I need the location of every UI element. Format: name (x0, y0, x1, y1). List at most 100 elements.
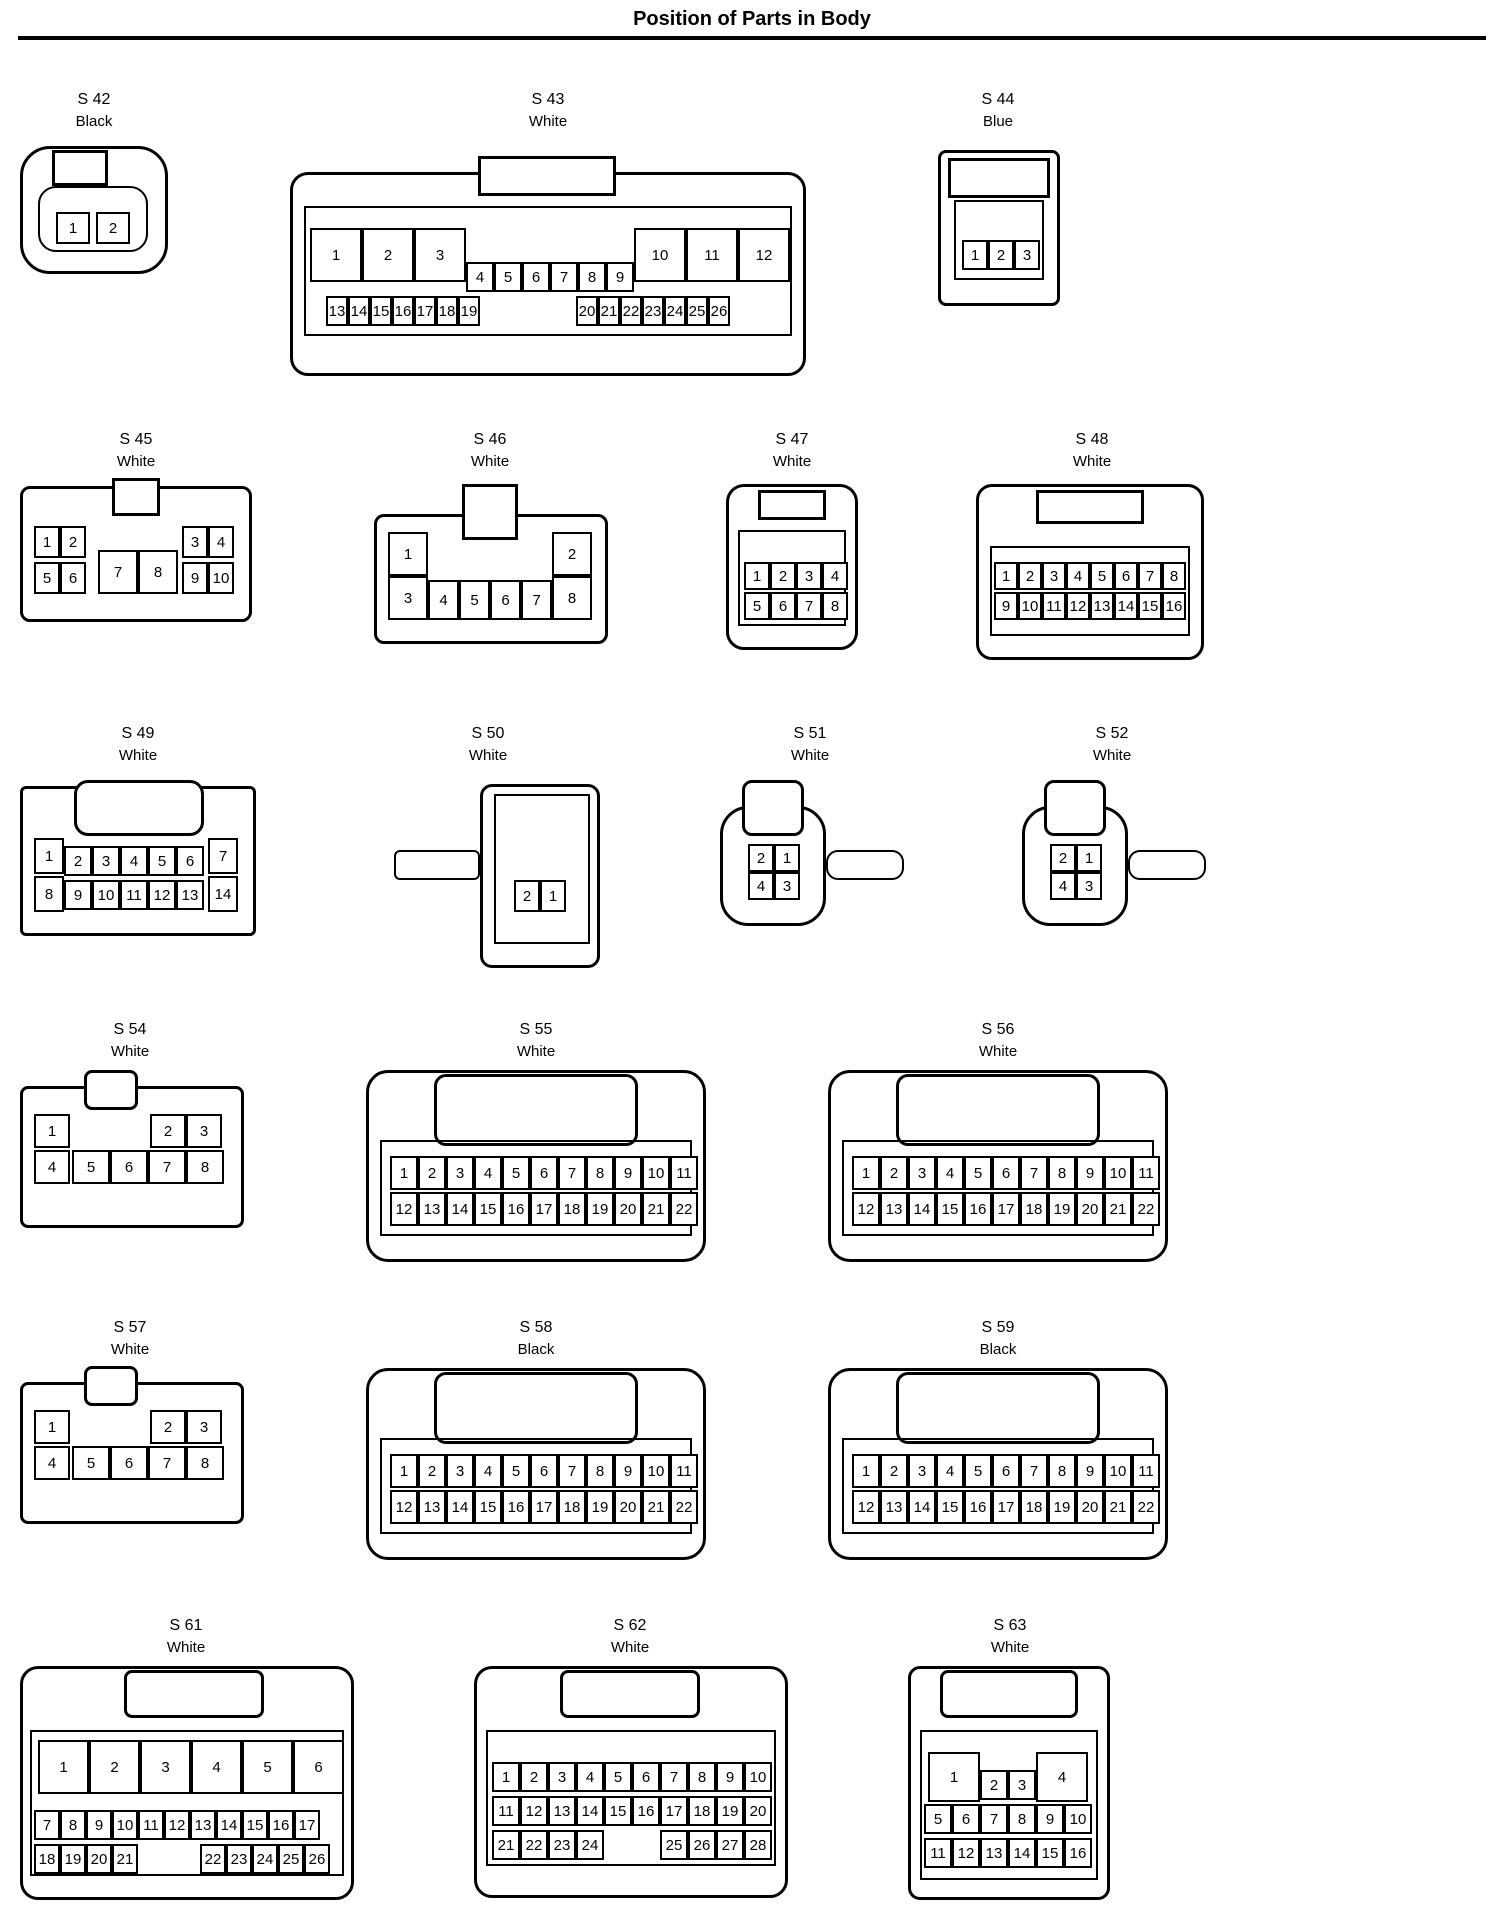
pin-s57-4: 4 (34, 1446, 70, 1480)
pin-s49-9: 9 (64, 880, 92, 910)
connector-color-s47: White (772, 453, 812, 470)
connector-id-s56: S 56 (981, 1021, 1015, 1038)
pin-s52-2: 2 (1050, 844, 1076, 872)
latch-s63 (940, 1670, 1078, 1718)
pin-s49-10: 10 (92, 880, 120, 910)
connector-color-s61: White (166, 1639, 206, 1656)
pin-s43-20: 20 (576, 296, 598, 326)
pin-s63-11: 11 (924, 1838, 952, 1868)
connector-id-s45: S 45 (119, 431, 153, 448)
pin-s46-4: 4 (428, 580, 459, 620)
pin-s43-14: 14 (348, 296, 370, 326)
pin-s63-9: 9 (1036, 1804, 1064, 1834)
pin-s57-5: 5 (72, 1446, 110, 1480)
latch-s54 (84, 1070, 138, 1110)
pin-s62-21: 21 (492, 1830, 520, 1860)
pin-s50-1: 1 (540, 880, 566, 912)
pin-s56-21: 21 (1104, 1192, 1132, 1226)
connector-id-s62: S 62 (613, 1617, 647, 1634)
pin-s55-2: 2 (418, 1156, 446, 1190)
pin-s62-4: 4 (576, 1762, 604, 1792)
pin-s55-12: 12 (390, 1192, 418, 1226)
pin-s59-7: 7 (1020, 1454, 1048, 1488)
latch-s43 (478, 156, 616, 196)
pin-s56-13: 13 (880, 1192, 908, 1226)
pin-s59-5: 5 (964, 1454, 992, 1488)
pin-s62-27: 27 (716, 1830, 744, 1860)
connector-id-s44: S 44 (981, 91, 1015, 108)
pin-s58-13: 13 (418, 1490, 446, 1524)
pin-s61-17: 17 (294, 1810, 320, 1840)
pin-s54-8: 8 (186, 1150, 224, 1184)
pin-s59-13: 13 (880, 1490, 908, 1524)
pin-s48-6: 6 (1114, 562, 1138, 590)
pin-s52-1: 1 (1076, 844, 1102, 872)
pin-s48-16: 16 (1162, 592, 1186, 620)
pin-s43-6: 6 (522, 262, 550, 292)
cavity-s61 (30, 1730, 344, 1876)
latch-s61 (124, 1670, 264, 1718)
pin-s58-11: 11 (670, 1454, 698, 1488)
pin-s49-1: 1 (34, 838, 64, 874)
pin-s43-2: 2 (362, 228, 414, 282)
pin-s63-7: 7 (980, 1804, 1008, 1834)
pin-s62-12: 12 (520, 1796, 548, 1826)
connector-color-s46: White (470, 453, 510, 470)
connector-color-s55: White (516, 1043, 556, 1060)
pin-s47-2: 2 (770, 562, 796, 590)
pin-s63-10: 10 (1064, 1804, 1092, 1834)
pin-s43-26: 26 (708, 296, 730, 326)
pin-s61-10: 10 (112, 1810, 138, 1840)
pin-s45-1: 1 (34, 526, 60, 558)
pin-s43-25: 25 (686, 296, 708, 326)
connector-color-s50: White (468, 747, 508, 764)
connector-id-s42: S 42 (77, 91, 111, 108)
pin-s47-1: 1 (744, 562, 770, 590)
pin-s62-15: 15 (604, 1796, 632, 1826)
pin-s61-23: 23 (226, 1844, 252, 1874)
pin-s59-15: 15 (936, 1490, 964, 1524)
pin-s62-24: 24 (576, 1830, 604, 1860)
latch-s57 (84, 1366, 138, 1406)
pin-s63-5: 5 (924, 1804, 952, 1834)
pin-s58-16: 16 (502, 1490, 530, 1524)
pin-s42-1: 1 (56, 212, 90, 244)
pin-s56-18: 18 (1020, 1192, 1048, 1226)
pin-s61-4: 4 (191, 1740, 242, 1794)
pin-s45-5: 5 (34, 562, 60, 594)
pin-s43-22: 22 (620, 296, 642, 326)
pin-s58-19: 19 (586, 1490, 614, 1524)
pin-s49-2: 2 (64, 846, 92, 876)
pin-s63-13: 13 (980, 1838, 1008, 1868)
pin-s56-15: 15 (936, 1192, 964, 1226)
pin-s63-15: 15 (1036, 1838, 1064, 1868)
pin-s55-17: 17 (530, 1192, 558, 1226)
pin-s51-3: 3 (774, 872, 800, 900)
connector-id-s58: S 58 (519, 1319, 553, 1336)
pin-s58-22: 22 (670, 1490, 698, 1524)
pin-s58-8: 8 (586, 1454, 614, 1488)
pin-s57-7: 7 (148, 1446, 186, 1480)
pin-s59-22: 22 (1132, 1490, 1160, 1524)
pin-s43-1: 1 (310, 228, 362, 282)
pin-s54-7: 7 (148, 1150, 186, 1184)
cavity-s42 (38, 186, 148, 252)
clip-s51 (826, 850, 904, 880)
pin-s47-8: 8 (822, 592, 848, 620)
pin-s55-3: 3 (446, 1156, 474, 1190)
pin-s62-23: 23 (548, 1830, 576, 1860)
pin-s61-2: 2 (89, 1740, 140, 1794)
pin-s56-2: 2 (880, 1156, 908, 1190)
pin-s62-5: 5 (604, 1762, 632, 1792)
pin-s48-1: 1 (994, 562, 1018, 590)
connector-color-s44: Blue (982, 113, 1014, 130)
connector-id-s63: S 63 (993, 1617, 1027, 1634)
pin-s49-3: 3 (92, 846, 120, 876)
pin-s55-1: 1 (390, 1156, 418, 1190)
pin-s55-4: 4 (474, 1156, 502, 1190)
connector-color-s52: White (1092, 747, 1132, 764)
pin-s62-20: 20 (744, 1796, 772, 1826)
pin-s54-6: 6 (110, 1150, 148, 1184)
pin-s43-18: 18 (436, 296, 458, 326)
pin-s63-4: 4 (1036, 1752, 1088, 1802)
